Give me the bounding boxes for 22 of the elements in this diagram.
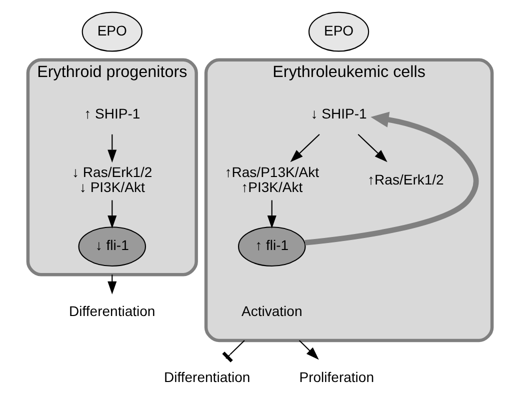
connector — [222, 340, 245, 362]
arrow — [108, 134, 117, 163]
arrow — [108, 274, 117, 294]
node-text: ↑ SHIP-1 — [84, 106, 140, 122]
arrow — [267, 200, 276, 228]
node-ellipse: ↑ fli-1 — [238, 226, 306, 267]
node-text: Differentiation — [69, 303, 156, 320]
arrow — [298, 340, 319, 360]
node-text: ↓ Ras/Erk1/2 ↓ PI3K/Akt — [72, 164, 152, 195]
node-text: ↑Ras/Erk1/2 — [368, 171, 444, 188]
node-text: ↓ SHIP-1 — [310, 106, 367, 122]
node-ellipse: EPO — [82, 12, 142, 52]
node-ellipse: EPO — [308, 12, 370, 52]
node-text: ↑Ras/P13K/Akt ↑PI3K/Akt — [224, 164, 320, 195]
node-text: Proliferation — [299, 368, 374, 385]
arrow — [358, 134, 388, 162]
node-label: Activation — [241, 303, 302, 320]
arrow — [304, 112, 479, 246]
node-text: Differentiation — [164, 368, 250, 385]
arrow — [290, 134, 320, 162]
node-ellipse: ↓ fli-1 — [78, 226, 146, 267]
arrow — [108, 200, 117, 228]
